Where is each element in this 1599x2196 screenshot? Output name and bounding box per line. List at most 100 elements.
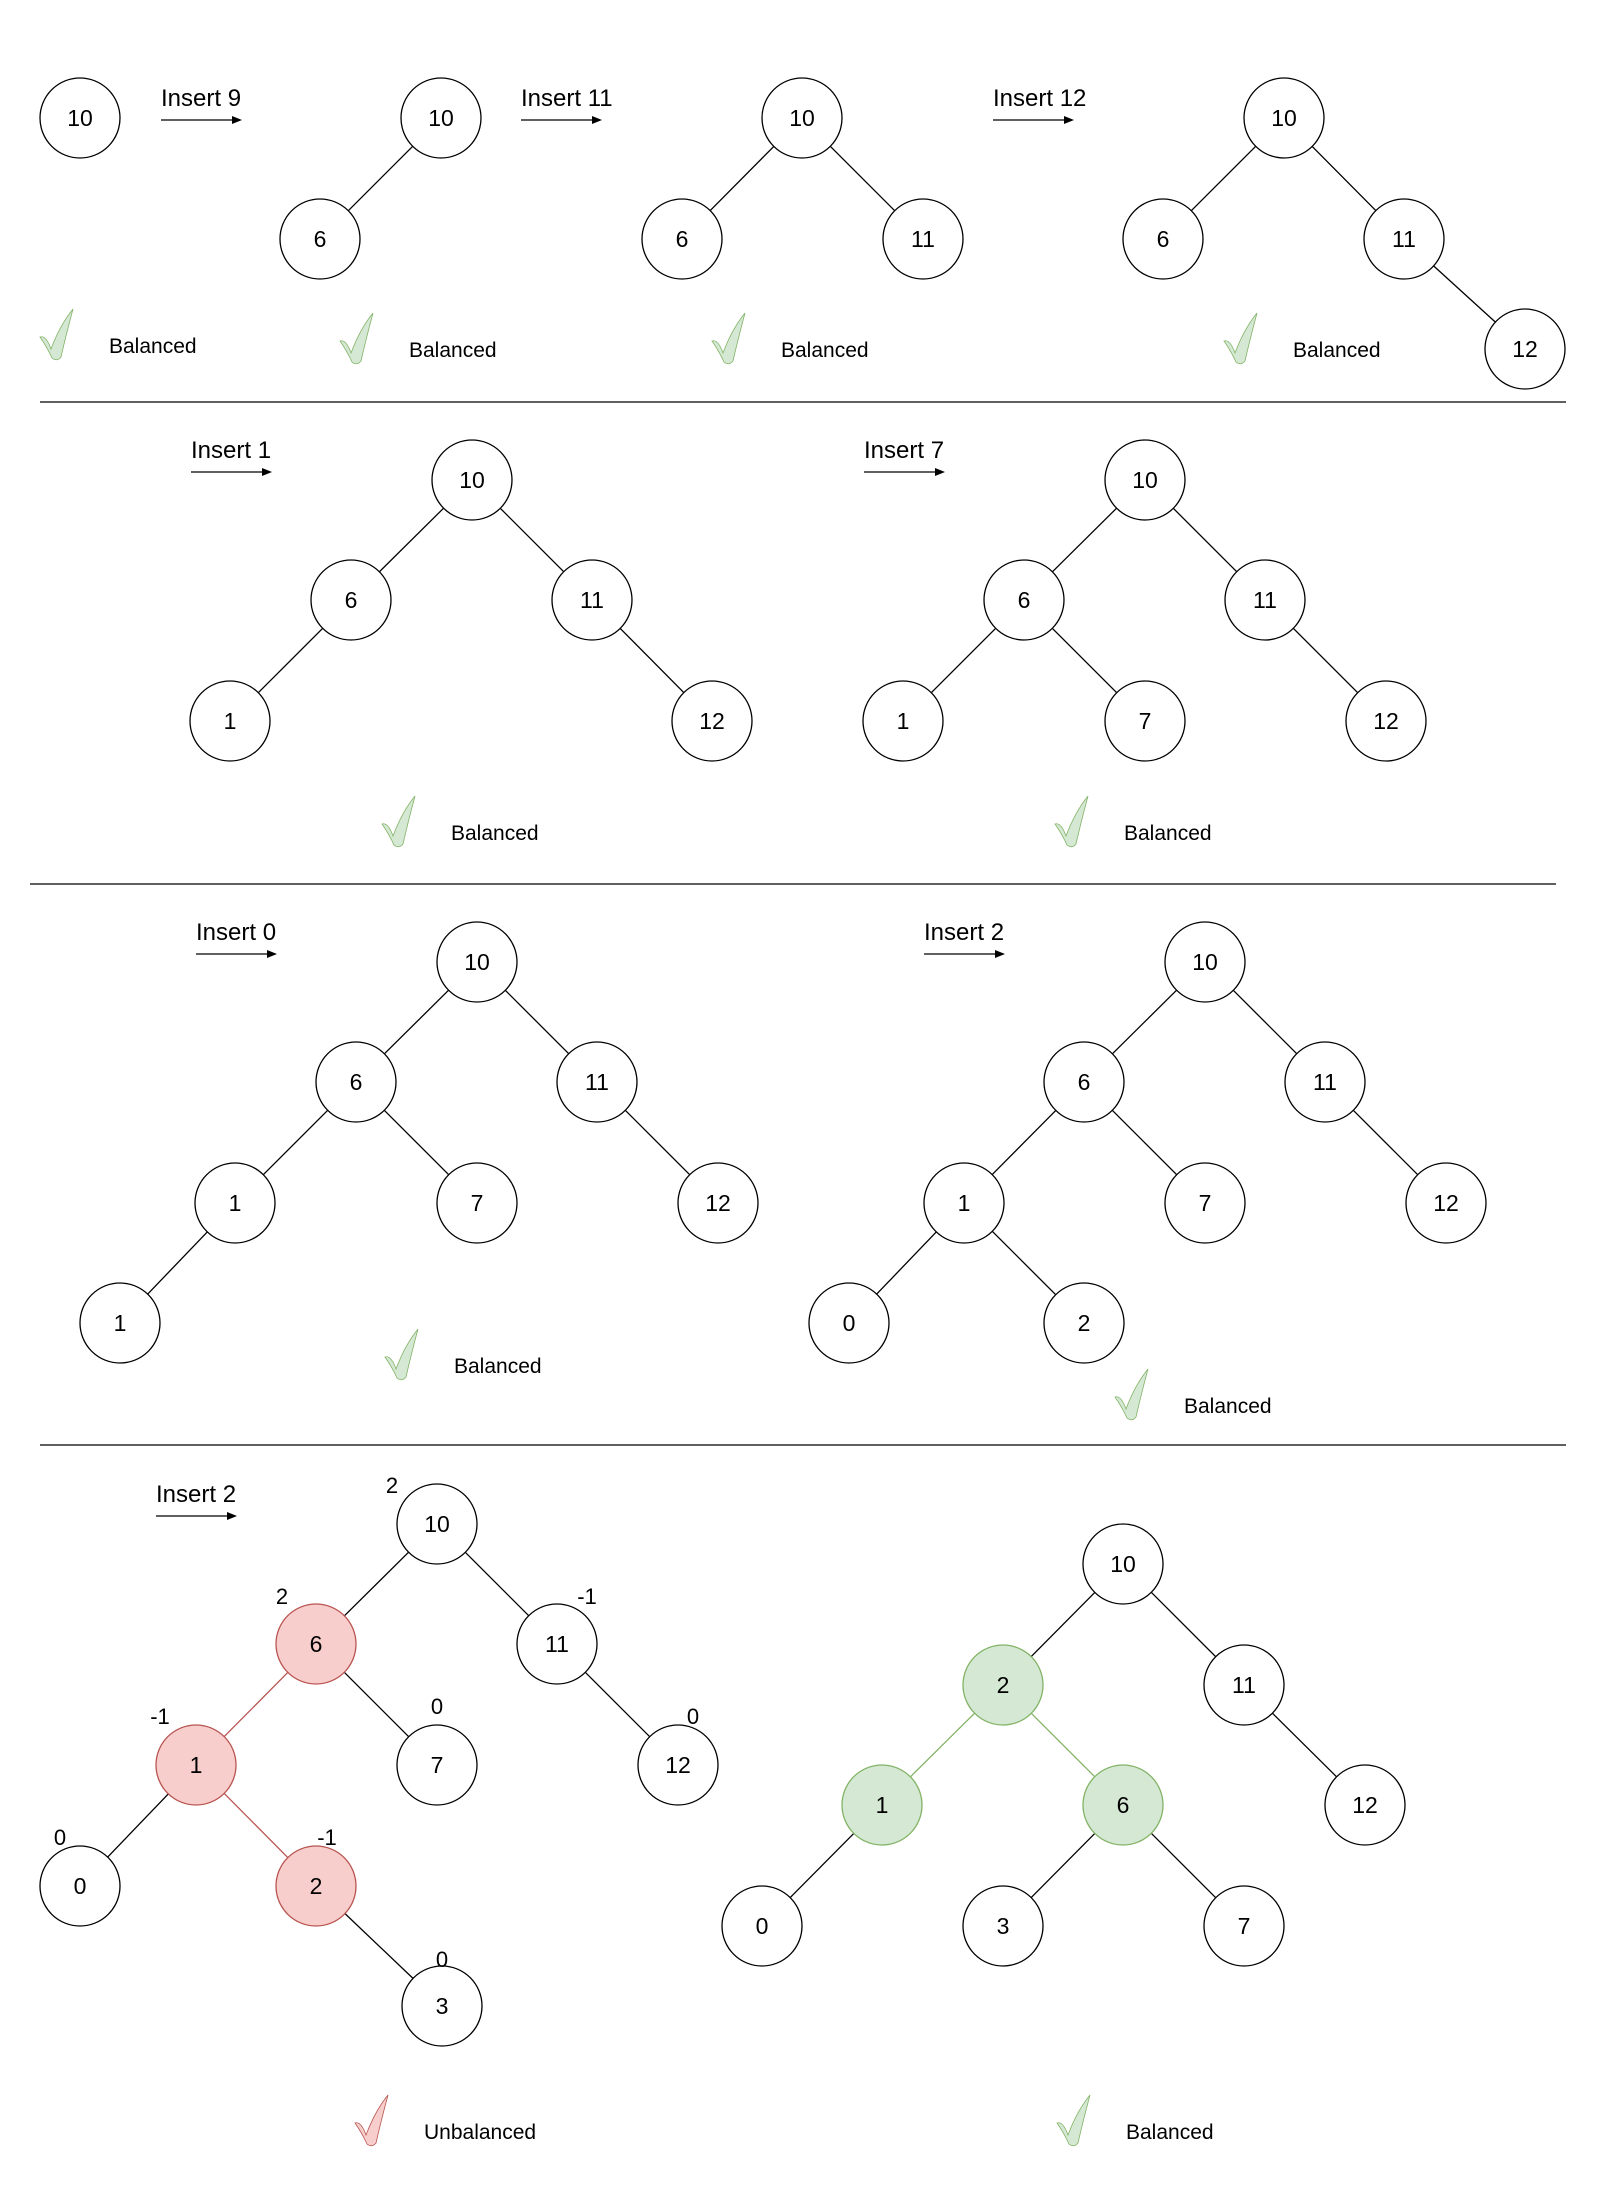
tree-node-value: 12 xyxy=(1352,1792,1378,1818)
tree-node-circle xyxy=(79,1282,161,1364)
tree-node-value: 12 xyxy=(1433,1190,1459,1216)
tree-edge xyxy=(1352,1109,1419,1176)
tree-edge xyxy=(909,1712,976,1778)
tree-node-value: 2 xyxy=(310,1873,323,1899)
tree-node-circle xyxy=(516,1603,598,1685)
check-mark-icon xyxy=(381,795,416,848)
tree-node-value: 10 xyxy=(1192,949,1218,975)
tree-edge xyxy=(504,989,570,1055)
tree-node-circle xyxy=(761,77,843,159)
tree-node-circle xyxy=(155,1724,237,1806)
arrow-head xyxy=(592,116,602,124)
tree-node: 10 xyxy=(400,77,482,159)
tree-node-value: 6 xyxy=(1157,226,1170,252)
tree-node: 1 xyxy=(79,1282,161,1364)
balanced-caption: Balanced xyxy=(451,822,539,845)
tree-edge xyxy=(1051,507,1118,573)
tree-node-circle xyxy=(962,1644,1044,1726)
tree-node: 11 xyxy=(551,559,633,641)
tree-node-value: 12 xyxy=(699,708,725,734)
tree-node: 12 xyxy=(1345,680,1427,762)
tree-node-value: 10 xyxy=(1110,1551,1136,1577)
tree-node-value: 0 xyxy=(756,1913,769,1939)
insert-label: Insert 0 xyxy=(196,919,276,946)
arrow-head xyxy=(1064,116,1074,124)
tree-node-value: 10 xyxy=(464,949,490,975)
tree-edge xyxy=(1271,1712,1338,1778)
tree-node-circle xyxy=(677,1162,759,1244)
balance-factor: 0 xyxy=(431,1694,443,1719)
arrow-head xyxy=(935,468,945,476)
tree-edge xyxy=(1030,1712,1096,1778)
tree-node: 10 xyxy=(1243,77,1325,159)
tree-edge xyxy=(1150,1832,1217,1899)
tree-node: 6 xyxy=(275,1603,357,1685)
tree-node-circle xyxy=(1104,439,1186,521)
balanced-caption: Balanced xyxy=(781,339,869,362)
tree-node-value: 10 xyxy=(1271,105,1297,131)
tree-node: 11 xyxy=(516,1603,598,1685)
tree-node-circle xyxy=(1082,1523,1164,1605)
tree-node-value: 7 xyxy=(471,1190,484,1216)
tree-edge xyxy=(829,145,896,212)
tree-node: 11 xyxy=(556,1041,638,1123)
unbalanced-caption: Unbalanced xyxy=(424,2121,536,2144)
tree-node-value: 10 xyxy=(789,105,815,131)
tree-node-value: 6 xyxy=(1117,1792,1130,1818)
tree-node: 1 xyxy=(923,1162,1005,1244)
tree-edge xyxy=(789,1832,855,1899)
balanced-caption: Balanced xyxy=(109,335,197,358)
tree-node-circle xyxy=(400,77,482,159)
tree-node-value: 1 xyxy=(897,708,910,734)
tree-node: 10 xyxy=(761,77,843,159)
tree-edge xyxy=(1030,1591,1096,1658)
tree-node: 7 xyxy=(436,1162,518,1244)
tree-node-circle xyxy=(310,559,392,641)
tree-node-value: 11 xyxy=(1253,587,1277,613)
tree-node: 3 xyxy=(401,1965,483,2047)
tree-node: 6 xyxy=(315,1041,397,1123)
tree-node: 7 xyxy=(396,1724,478,1806)
balanced-caption: Balanced xyxy=(1124,822,1212,845)
tree-edge xyxy=(257,627,324,694)
tree-node: 10 xyxy=(1104,439,1186,521)
tree-node-value: 11 xyxy=(1392,226,1416,252)
tree-node-circle xyxy=(1284,1041,1366,1123)
arrow-head xyxy=(262,468,272,476)
tree-node-circle xyxy=(1484,308,1566,390)
tree-node-circle xyxy=(551,559,633,641)
tree-node-circle xyxy=(1243,77,1325,159)
check-mark-icon xyxy=(384,1328,419,1381)
tree-node-circle xyxy=(39,1845,121,1927)
tree-edge xyxy=(584,1671,651,1738)
check-mark-icon xyxy=(1054,795,1089,848)
tree-edge xyxy=(464,1551,530,1617)
arrow-head xyxy=(227,1512,237,1520)
arrow-head xyxy=(995,950,1005,958)
tree-edge xyxy=(709,145,775,212)
check-mark-icon xyxy=(711,312,746,365)
tree-node: 1 xyxy=(189,680,271,762)
tree-node-circle xyxy=(279,198,361,280)
tree-node-circle xyxy=(275,1845,357,1927)
balance-factor: 0 xyxy=(54,1825,66,1850)
tree-node-circle xyxy=(189,680,271,762)
tree-edge xyxy=(1172,507,1238,573)
tree-edge xyxy=(107,1793,169,1858)
tree-edge xyxy=(991,1230,1057,1296)
balanced-caption: Balanced xyxy=(1126,2121,1214,2144)
balance-factor: 0 xyxy=(687,1704,699,1729)
tree-node-value: 11 xyxy=(1232,1672,1256,1698)
tree-edge xyxy=(1232,989,1298,1055)
tree-node-circle xyxy=(1345,680,1427,762)
tree-node-circle xyxy=(1082,1764,1164,1846)
tree-node-value: 1 xyxy=(190,1752,203,1778)
tree-node-value: 0 xyxy=(74,1873,87,1899)
tree-node-value: 2 xyxy=(997,1672,1010,1698)
tree-edge xyxy=(343,1671,410,1738)
tree-node: 12 xyxy=(1405,1162,1487,1244)
